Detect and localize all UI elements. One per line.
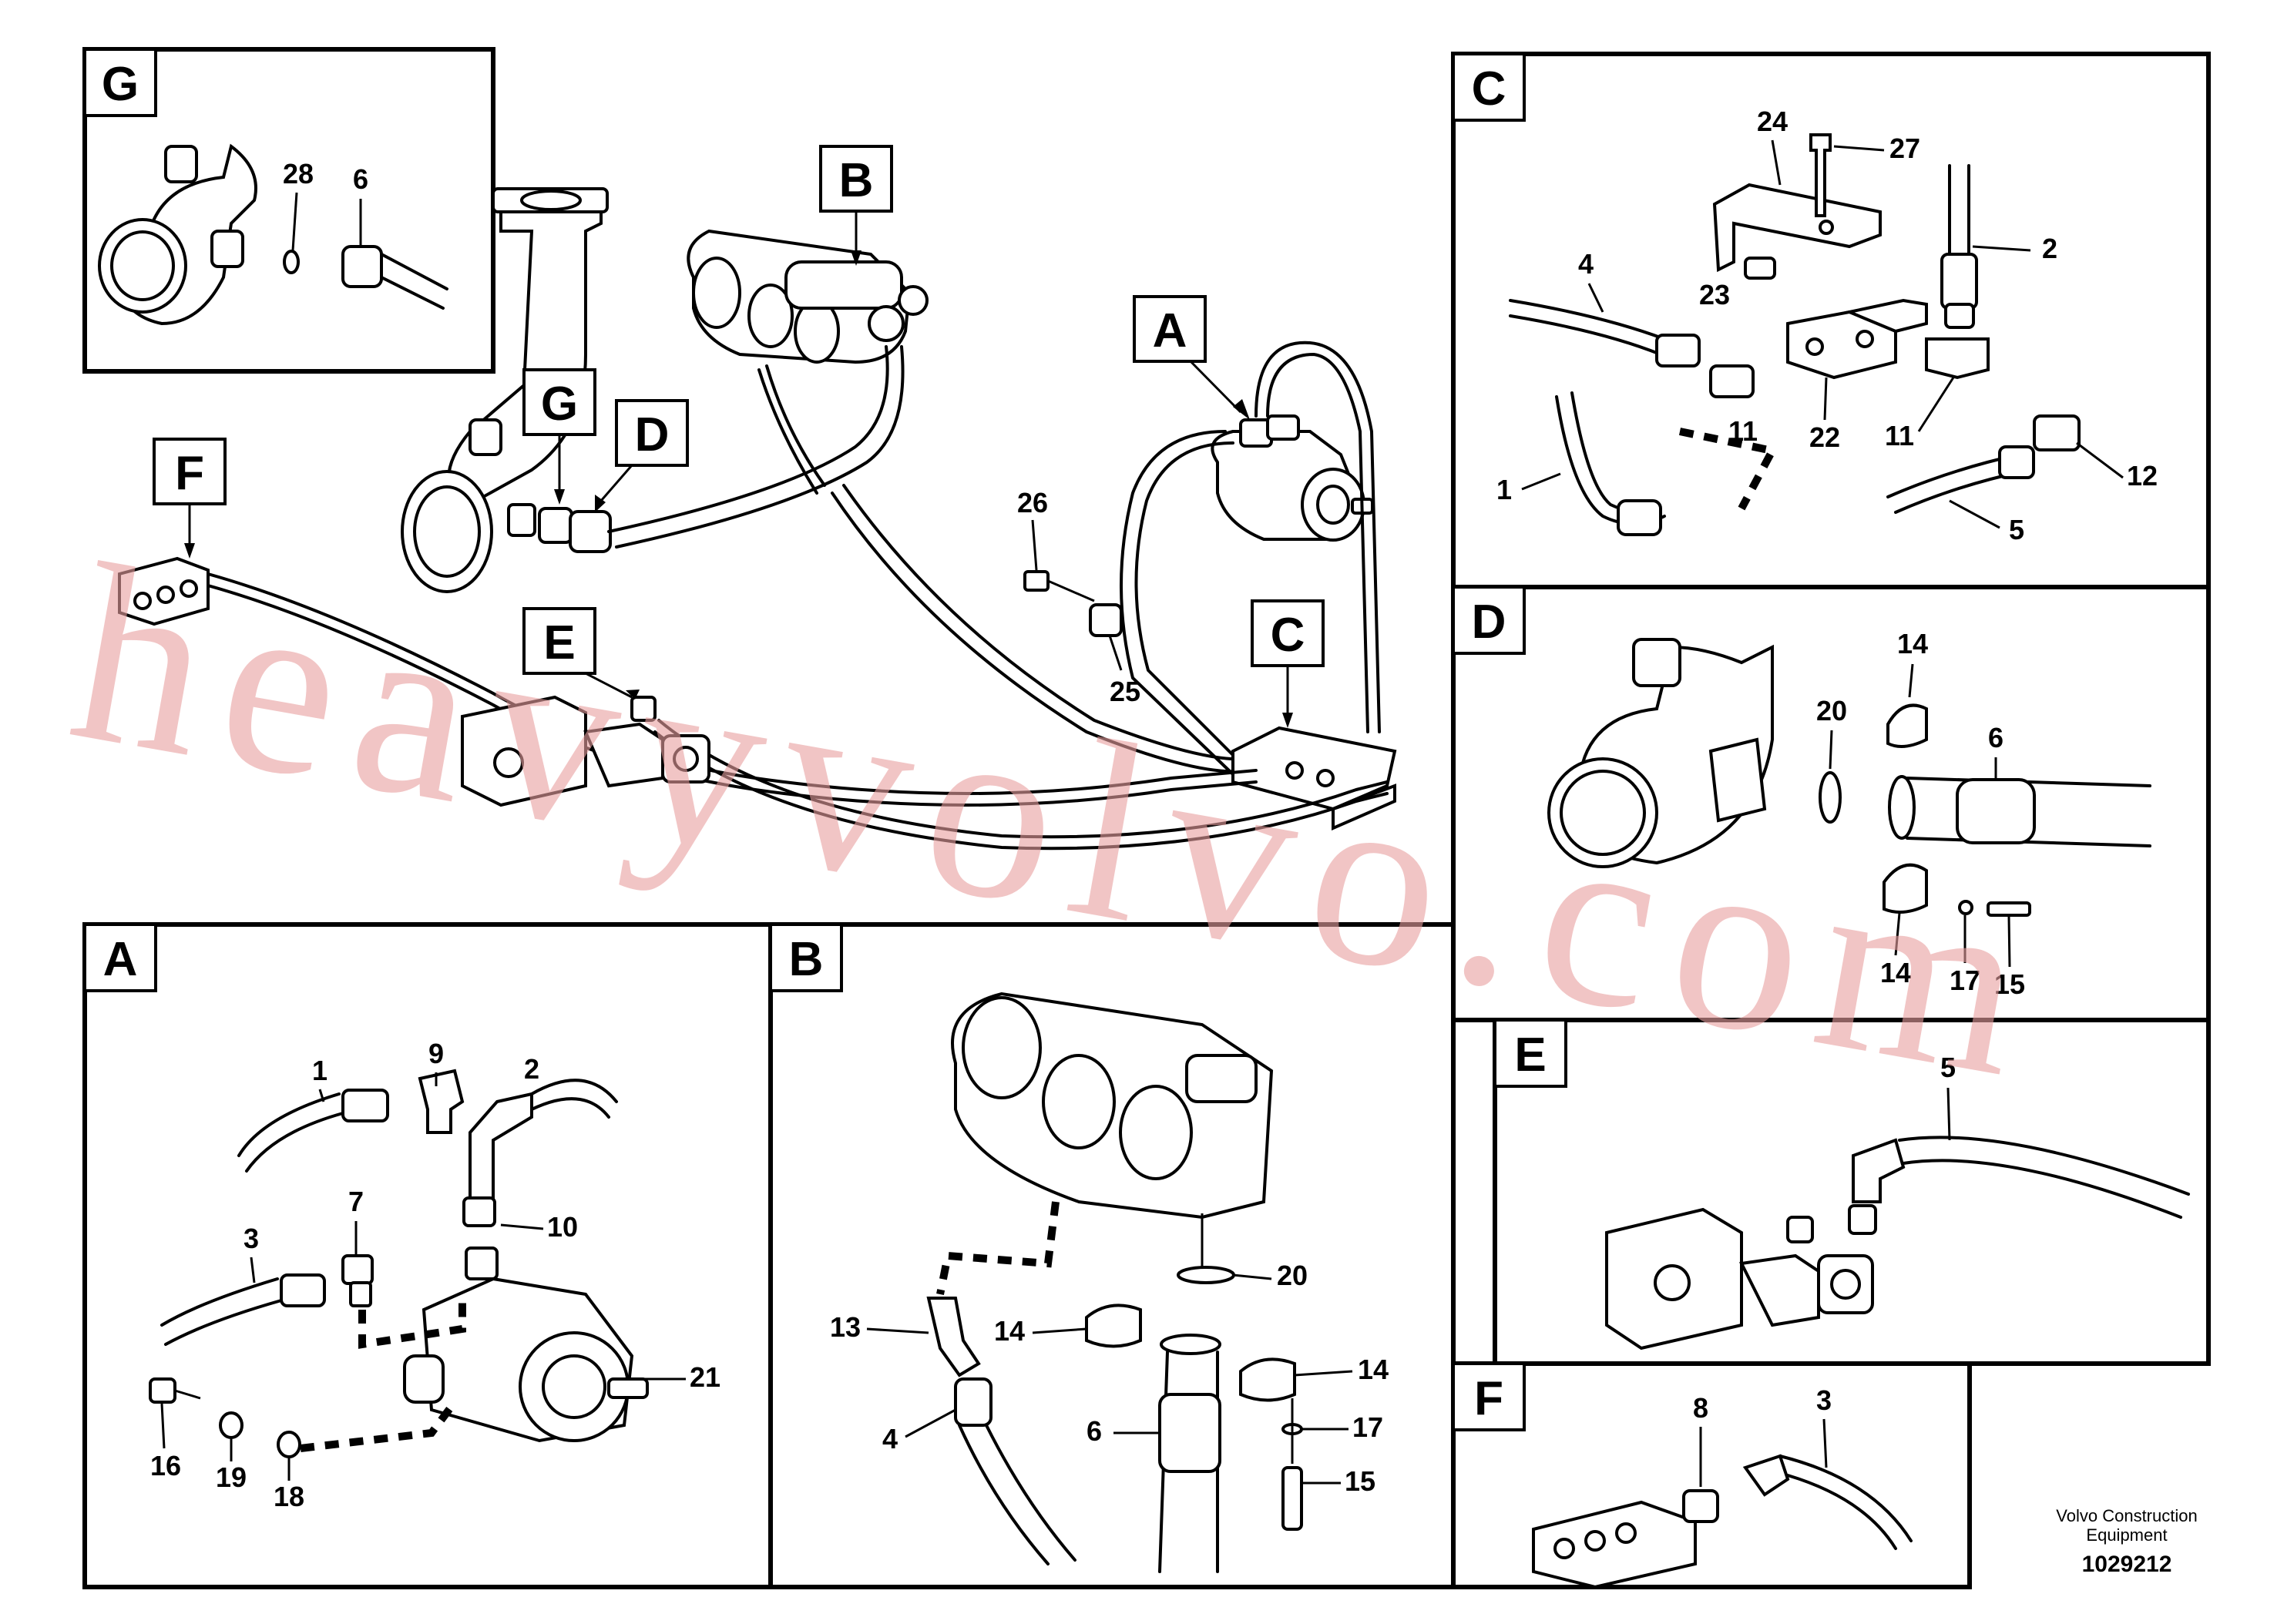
view-b: 20 13 14 14 17 4 6 15 xyxy=(830,992,1389,1573)
frame-b-tag: B xyxy=(769,923,843,992)
callout-a-10: 10 xyxy=(547,1211,578,1243)
main-pump xyxy=(687,229,929,364)
control-valve xyxy=(1231,726,1397,831)
callout-c-11b: 11 xyxy=(1885,420,1914,451)
overview-tag-e-label: E xyxy=(543,616,575,669)
frame-a xyxy=(82,922,773,1589)
callout-a-18: 18 xyxy=(274,1481,304,1512)
frame-g-label: G xyxy=(102,58,139,111)
overview-tag-d: D xyxy=(595,399,689,512)
frame-f-label: F xyxy=(1474,1372,1503,1425)
callout-c-24: 24 xyxy=(1757,106,1788,137)
callout-c-12: 12 xyxy=(2127,460,2158,492)
frame-g-tag: G xyxy=(83,48,157,117)
distribution-block xyxy=(118,556,210,626)
clamp xyxy=(1089,603,1123,637)
view-a: 9 2 1 7 10 3 21 16 19 18 xyxy=(149,1038,720,1512)
frame-e-label: E xyxy=(1514,1028,1546,1082)
view-e: 5 xyxy=(1605,1052,2190,1351)
callout-b-14a: 14 xyxy=(994,1315,1025,1347)
callout-g-6: 6 xyxy=(353,163,368,195)
overview-tag-c-label: C xyxy=(1271,609,1305,662)
frame-c-label: C xyxy=(1472,62,1506,116)
callout-c-4: 4 xyxy=(1578,248,1594,280)
frame-d-label: D xyxy=(1472,596,1506,649)
callout-a-2: 2 xyxy=(524,1053,539,1085)
callout-d-20: 20 xyxy=(1816,695,1847,726)
view-f: 8 3 xyxy=(1532,1384,1913,1589)
callout-a-21: 21 xyxy=(690,1361,720,1393)
callout-d-14a: 14 xyxy=(1897,628,1928,659)
view-frames xyxy=(82,47,2211,1589)
frame-c-tag: C xyxy=(1452,52,1526,122)
callout-f-8: 8 xyxy=(1693,1392,1708,1424)
bolt-26 xyxy=(1023,570,1050,592)
overview-tag-g-label: G xyxy=(541,377,578,431)
callout-26: 26 xyxy=(1017,487,1048,518)
drawing-number: 1029212 xyxy=(2082,1552,2172,1577)
callout-b-15: 15 xyxy=(1345,1465,1375,1497)
callout-d-15: 15 xyxy=(1994,968,2025,1000)
callout-b-14b: 14 xyxy=(1358,1354,1389,1385)
callout-b-6: 6 xyxy=(1087,1415,1102,1447)
callout-d-6: 6 xyxy=(1988,722,2003,753)
aux-pump xyxy=(1211,414,1374,542)
overview-tag-b: B xyxy=(819,145,893,266)
overview-tag-f-label: F xyxy=(175,447,204,500)
overview-tag-a-label: A xyxy=(1153,304,1187,357)
frame-d-tag: D xyxy=(1452,586,1526,655)
footer-company-line1: Volvo Construction xyxy=(2056,1506,2197,1525)
callout-c-11a: 11 xyxy=(1728,415,1758,447)
frame-b-label: B xyxy=(789,933,824,986)
manifold-block xyxy=(461,695,710,807)
frame-b xyxy=(768,922,1456,1589)
callout-a-3: 3 xyxy=(244,1223,259,1254)
overview-tag-f: F xyxy=(153,438,227,559)
callout-b-20: 20 xyxy=(1277,1260,1308,1291)
frame-e-tag: E xyxy=(1493,1018,1567,1088)
overview-tag-c: C xyxy=(1251,599,1325,728)
frame-f-tag: F xyxy=(1452,1362,1526,1431)
callout-25: 25 xyxy=(1110,676,1140,707)
overview-tag-d-label: D xyxy=(635,408,670,461)
view-d: 14 20 6 14 17 15 xyxy=(1547,628,2151,1000)
callout-e-5: 5 xyxy=(1940,1052,1956,1083)
frame-a-label: A xyxy=(103,933,138,986)
overview-tag-e: E xyxy=(522,607,640,700)
callout-a-7: 7 xyxy=(348,1186,364,1217)
footer-company-line2: Equipment xyxy=(2086,1525,2167,1545)
callout-c-5: 5 xyxy=(2009,514,2024,545)
footer: Volvo Construction Equipment 1029212 xyxy=(2056,1506,2197,1577)
frame-a-tag: A xyxy=(83,923,157,992)
callout-f-3: 3 xyxy=(1816,1384,1832,1416)
callout-a-9: 9 xyxy=(428,1038,444,1069)
callout-d-14b: 14 xyxy=(1880,957,1911,988)
view-g: 28 6 xyxy=(98,143,448,326)
callout-b-13: 13 xyxy=(830,1311,861,1343)
view-c: 24 27 4 23 2 11 22 11 12 1 5 xyxy=(1496,106,2158,545)
callout-a-1: 1 xyxy=(312,1055,327,1086)
overview-tag-g: G xyxy=(522,368,596,505)
overview-tag-a: A xyxy=(1133,295,1250,420)
callout-b-17: 17 xyxy=(1352,1411,1383,1443)
callout-a-16: 16 xyxy=(150,1450,181,1481)
callout-c-27: 27 xyxy=(1889,133,1920,164)
frame-f xyxy=(1451,1361,1972,1589)
callout-c-22: 22 xyxy=(1809,421,1840,453)
callout-c-1: 1 xyxy=(1496,474,1512,505)
callout-c-2: 2 xyxy=(2042,233,2057,264)
callout-c-23: 23 xyxy=(1699,279,1730,310)
callout-b-4: 4 xyxy=(882,1423,898,1455)
callout-d-17: 17 xyxy=(1950,965,1980,996)
overview-tag-b-label: B xyxy=(839,154,874,207)
callout-g-28: 28 xyxy=(283,158,314,190)
callout-a-19: 19 xyxy=(216,1461,247,1493)
